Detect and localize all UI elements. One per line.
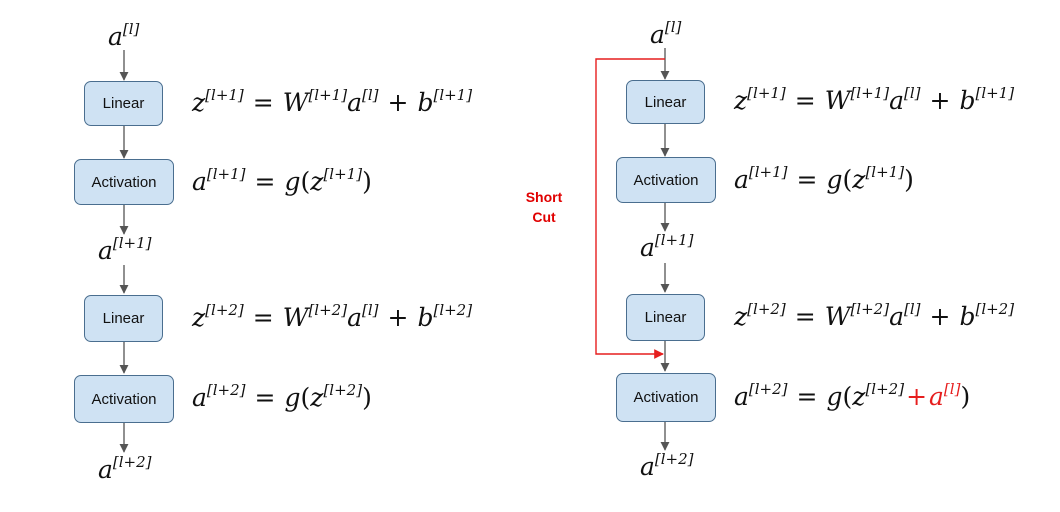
right-activation-block-1: Activation [616,157,716,203]
left-activation-block-1: Activation [74,159,174,205]
right-activation-equation-1: a[l+1]=g(z[l+1]) [734,163,914,195]
left-activation-equation-2: a[l+2]=g(z[l+2]) [192,381,372,413]
block-label: Linear [102,310,145,327]
left-linear-block-1: Linear [84,81,163,126]
right-linear-equation-1: z[l+1]=W[l+1]a[l]+b[l+1] [734,84,1015,116]
block-label: Activation [633,171,699,189]
block-label: Linear [644,93,687,111]
left-activation-equation-1: a[l+1]=g(z[l+1]) [192,165,372,197]
shortcut-label-line1: Short [525,189,563,205]
right-output-label: a[l+2] [640,450,694,482]
left-middle-label: a[l+1] [98,234,152,266]
left-input-label: a[l] [108,20,140,52]
left-linear-equation-1: z[l+1]=W[l+1]a[l]+b[l+1] [192,86,473,118]
block-label: Linear [102,95,145,112]
right-middle-label: a[l+1] [640,231,694,263]
shortcut-path [595,58,665,359]
left-linear-block-2: Linear [84,295,163,342]
shortcut-label-line2: Cut [532,209,556,225]
right-input-label: a[l] [650,18,682,50]
block-label: Linear [644,309,687,326]
left-activation-block-2: Activation [74,375,174,423]
left-linear-equation-2: z[l+2]=W[l+2]a[l]+b[l+2] [192,301,473,333]
left-output-label: a[l+2] [98,453,152,485]
shortcut-term: +a[l] [906,380,961,412]
right-activation-block-2: Activation [616,373,716,422]
block-label: Activation [91,390,157,408]
block-label: Activation [633,389,699,406]
right-activation-equation-2: a[l+2]=g(z[l+2]+a[l]) [734,380,971,412]
right-linear-block-1: Linear [626,80,705,124]
right-linear-block-2: Linear [626,294,705,341]
block-label: Activation [91,173,157,191]
shortcut-label: Short Cut [515,187,573,227]
right-linear-equation-2: z[l+2]=W[l+2]a[l]+b[l+2] [734,300,1015,332]
